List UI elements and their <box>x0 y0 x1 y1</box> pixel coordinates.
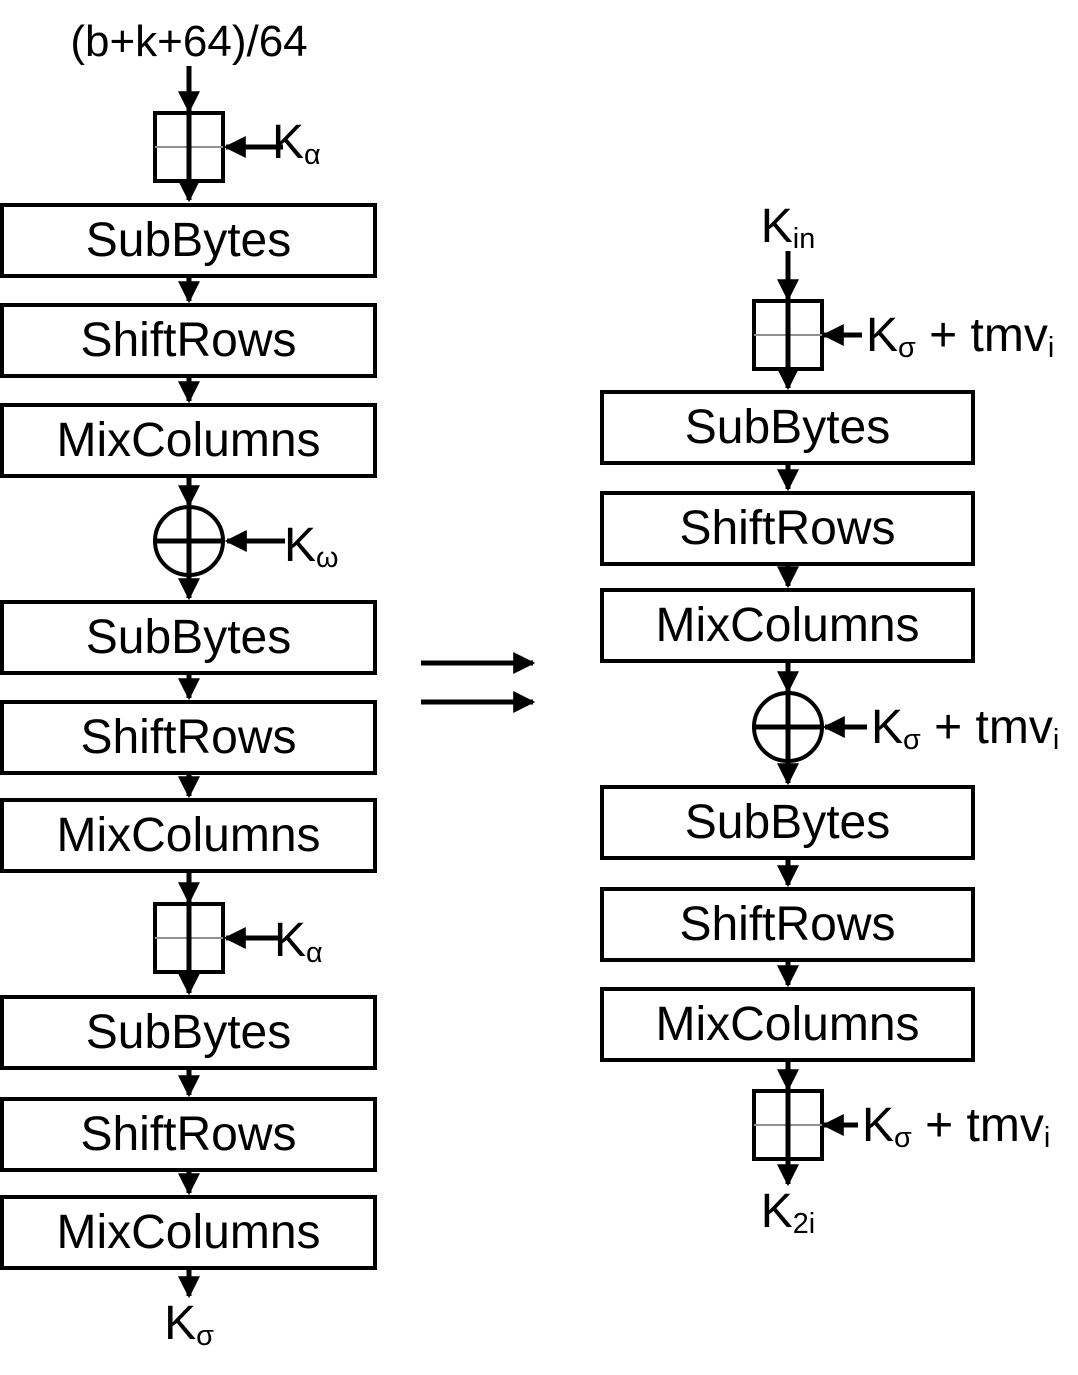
box-label: SubBytes <box>85 1005 292 1059</box>
mixcolumns-box: MixColumns <box>600 987 975 1062</box>
mixcolumns-box: MixColumns <box>600 588 975 663</box>
key-alpha-label: Kα <box>272 116 321 170</box>
key-plus-tmv: + tmv <box>915 309 1048 362</box>
box-label: MixColumns <box>56 808 321 862</box>
key-base: K <box>871 701 904 754</box>
box-label: ShiftRows <box>80 710 297 764</box>
box-label: ShiftRows <box>679 501 896 555</box>
key-subscript: i <box>1047 332 1055 365</box>
input-size-label: (b+k+64)/64 <box>70 17 308 66</box>
key-subscript: 2i <box>792 1208 816 1241</box>
round-key-label: Kσ + tmvi <box>866 309 1054 363</box>
shiftrows-box: ShiftRows <box>0 700 377 775</box>
box-label: ShiftRows <box>679 897 896 951</box>
key-base: K <box>284 519 317 572</box>
key-alpha-label: Kα <box>274 914 323 968</box>
box-label: ShiftRows <box>80 1107 297 1161</box>
output-key-sigma-label: Kσ <box>139 1297 239 1351</box>
key-subscript: σ <box>894 1122 912 1155</box>
box-label: SubBytes <box>85 213 292 267</box>
mixcolumns-box: MixColumns <box>0 798 377 873</box>
key-base: K <box>274 914 307 967</box>
round-key-label: Kσ + tmvi <box>871 701 1059 755</box>
key-subscript: i <box>1043 1122 1051 1155</box>
key-omega-label: Kω <box>284 519 339 573</box>
key-plus-tmv: + tmv <box>911 1099 1044 1152</box>
box-label: SubBytes <box>85 610 292 664</box>
mixcolumns-box: MixColumns <box>0 403 377 478</box>
xor-icon <box>752 691 824 763</box>
key-base: K <box>760 200 793 253</box>
key-subscript: ω <box>316 542 339 575</box>
subbytes-box: SubBytes <box>600 390 975 465</box>
box-label: SubBytes <box>684 795 891 849</box>
key-base: K <box>272 116 305 169</box>
shiftrows-box: ShiftRows <box>600 491 975 566</box>
subbytes-box: SubBytes <box>0 600 377 675</box>
subbytes-box: SubBytes <box>0 995 377 1070</box>
key-subscript: σ <box>898 332 916 365</box>
key-base: K <box>866 309 899 362</box>
shiftrows-box: ShiftRows <box>0 303 377 378</box>
output-key-2i-label: K2i <box>738 1185 838 1239</box>
box-label: ShiftRows <box>80 313 297 367</box>
key-subscript: α <box>306 937 323 970</box>
box-label: MixColumns <box>56 413 321 467</box>
key-subscript: σ <box>903 724 921 757</box>
key-base: K <box>164 1297 197 1350</box>
shiftrows-box: ShiftRows <box>600 887 975 962</box>
key-base: K <box>760 1185 793 1238</box>
box-label: MixColumns <box>655 598 920 652</box>
shiftrows-box: ShiftRows <box>0 1097 377 1172</box>
box-label: MixColumns <box>56 1205 321 1259</box>
key-plus-tmv: + tmv <box>920 701 1053 754</box>
box-label: SubBytes <box>684 400 891 454</box>
subbytes-box: SubBytes <box>600 785 975 860</box>
round-key-label: Kσ + tmvi <box>862 1099 1050 1153</box>
key-subscript: α <box>304 139 321 172</box>
key-subscript: σ <box>196 1320 214 1353</box>
key-base: K <box>862 1099 895 1152</box>
key-subscript: i <box>1052 724 1060 757</box>
mixcolumns-box: MixColumns <box>0 1195 377 1270</box>
key-in-label: Kin <box>738 200 838 254</box>
box-label: MixColumns <box>655 997 920 1051</box>
key-subscript: in <box>792 223 816 256</box>
subbytes-box: SubBytes <box>0 203 377 278</box>
xor-icon <box>153 505 225 577</box>
